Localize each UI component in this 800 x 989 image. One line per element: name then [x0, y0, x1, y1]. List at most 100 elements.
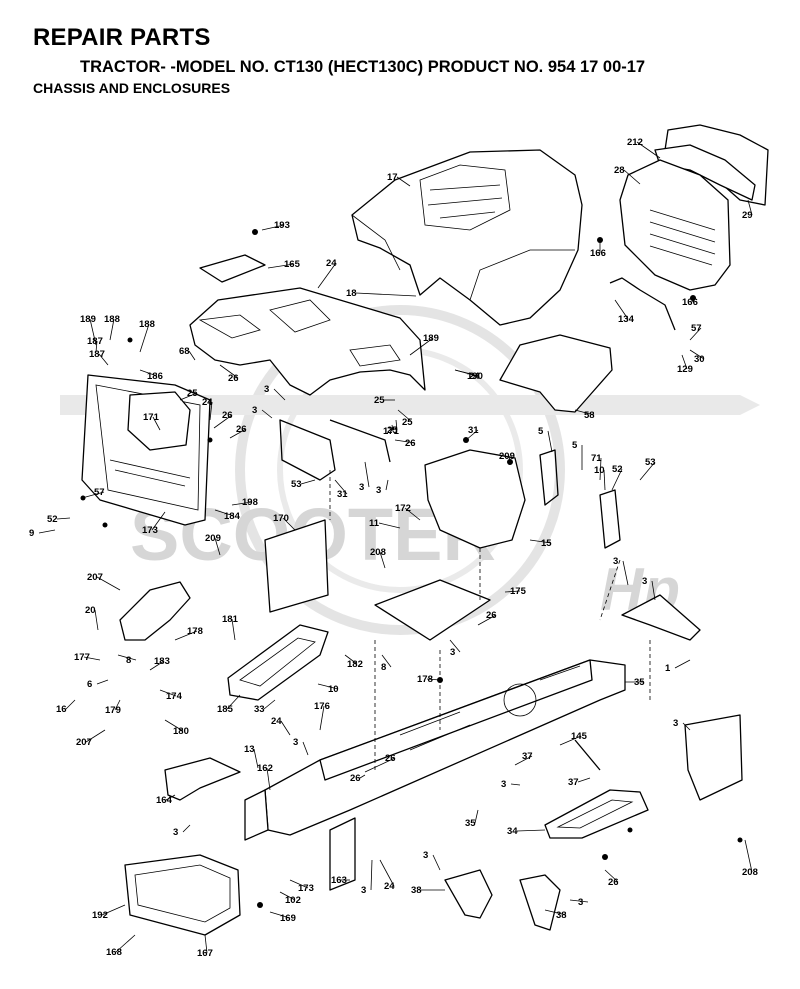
- callout-label: 169: [280, 913, 296, 924]
- callout-leader: [273, 388, 286, 401]
- callout-label: 188: [139, 319, 155, 330]
- callout-leader: [370, 859, 373, 891]
- callout-leader: [174, 630, 198, 641]
- callout-label: 129: [677, 364, 693, 375]
- callout-label: 53: [291, 479, 302, 490]
- callout-label: 68: [179, 346, 190, 357]
- callout-label: 3: [252, 405, 257, 416]
- callout-label: 171: [143, 412, 160, 423]
- callout-leader: [622, 560, 629, 586]
- callout-label: 38: [556, 910, 567, 921]
- callout-leader: [114, 699, 121, 711]
- callout-leader: [117, 654, 137, 661]
- callout-label: 18: [346, 288, 357, 299]
- callout-leader: [231, 501, 253, 506]
- callout-label: 57: [691, 323, 702, 334]
- callout-leader: [391, 424, 394, 432]
- callout-label: 31: [337, 489, 348, 500]
- dash-cover: [199, 254, 266, 283]
- shield-6: [374, 579, 491, 641]
- callout-label: 3: [613, 556, 618, 567]
- callout-label: 71: [591, 453, 602, 464]
- page-title: REPAIR PARTS: [33, 24, 211, 51]
- callout-leader: [510, 783, 521, 786]
- callout-label: 189: [423, 333, 439, 344]
- callout-label: 30: [694, 354, 705, 365]
- callout-label: 8: [381, 662, 386, 673]
- air-shield: [499, 334, 613, 413]
- callout-leader: [651, 580, 656, 601]
- callout-label: 26: [608, 877, 619, 888]
- callout-label: 168: [106, 947, 122, 958]
- callout-label: 16: [56, 704, 67, 715]
- callout-leader: [529, 539, 552, 544]
- callout-label: 26: [236, 424, 247, 435]
- callout-label: 5: [538, 426, 544, 437]
- callout-label: 173: [298, 883, 314, 894]
- callout-label: 25: [374, 395, 385, 406]
- callout-label: 29: [742, 210, 753, 221]
- callout-leader: [289, 879, 309, 889]
- callout-leader: [300, 479, 316, 485]
- callout-label: 171: [383, 426, 400, 437]
- callout-leader: [514, 755, 533, 766]
- callout-label: 25: [187, 388, 198, 399]
- callout-label: 134: [618, 314, 635, 325]
- callout-label: 181: [222, 614, 239, 625]
- callout-leader: [379, 859, 395, 887]
- panel-11: [264, 519, 329, 613]
- model-line: TRACTOR- -MODEL NO. CT130 (HECT130C) PRO…: [80, 58, 646, 76]
- callout-label: 37: [522, 751, 533, 762]
- callout-leader: [747, 199, 753, 216]
- fender-dash: [189, 287, 426, 396]
- callout-leader: [359, 774, 366, 779]
- callout-label: 10: [328, 684, 339, 695]
- callout-label: 172: [395, 503, 411, 514]
- bracket-163: [329, 817, 356, 891]
- callout-leader: [139, 369, 158, 377]
- callout-label: 57: [94, 487, 105, 498]
- callout-leader: [159, 689, 177, 697]
- callout-label: 3: [578, 897, 583, 908]
- footrest-left: [227, 624, 329, 701]
- callout-leader: [404, 507, 421, 521]
- callout-label: 183: [154, 656, 170, 667]
- callout-leader: [83, 656, 101, 661]
- callout-leader: [279, 891, 296, 901]
- callout-leader: [85, 729, 106, 743]
- callout-label: 24: [326, 258, 337, 269]
- callout-label: 175: [510, 586, 527, 597]
- callout-leader: [219, 364, 239, 379]
- callout-leader: [381, 654, 392, 668]
- callout-leader: [302, 741, 309, 756]
- callout-leader: [409, 337, 434, 356]
- callout-leader: [465, 429, 479, 441]
- callout-leader: [204, 934, 208, 954]
- callout-label: 102: [285, 895, 301, 906]
- callout-leader: [89, 318, 97, 346]
- section-title: CHASSIS AND ENCLOSURES: [33, 80, 231, 96]
- callout-leader: [94, 609, 99, 631]
- callout-leader: [344, 654, 358, 665]
- callout-leader: [115, 934, 136, 953]
- callout-leader: [364, 461, 370, 488]
- callout-label: 173: [142, 525, 158, 536]
- bracket-31: [279, 419, 391, 481]
- bracket-164: [164, 757, 241, 801]
- callout-label: 170: [273, 513, 289, 524]
- callout-leader: [319, 705, 325, 731]
- callout-leader: [81, 491, 105, 499]
- callout-label: 3: [450, 647, 455, 658]
- callout-label: 198: [242, 497, 258, 508]
- callout-leader: [149, 660, 165, 671]
- callout-leader: [689, 349, 705, 360]
- callout-leader: [544, 909, 567, 916]
- callout-label: 34: [507, 826, 518, 837]
- bracket-38-left: [444, 869, 493, 919]
- callout-label: 35: [634, 677, 645, 688]
- callout-leader: [691, 299, 694, 303]
- callout-leader: [226, 694, 241, 710]
- callout-label: 176: [314, 701, 330, 712]
- callout-label: 209: [499, 451, 515, 462]
- callout-leader: [674, 659, 691, 669]
